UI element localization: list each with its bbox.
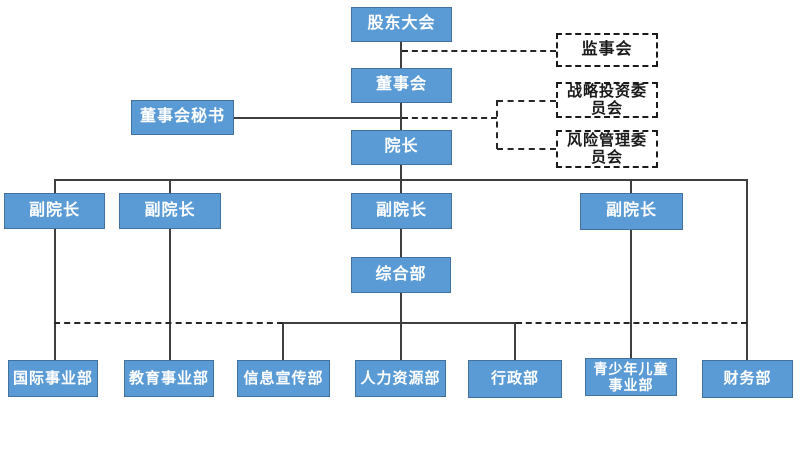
node-strategy-investment-committee: 战略投资委 员会 xyxy=(556,82,658,118)
connector-dashed-supervisory xyxy=(402,50,556,52)
connector-right-to-finance xyxy=(746,180,748,360)
connector-dashed-committee-stem xyxy=(402,117,497,119)
node-risk-management-committee: 风险管理委 员会 xyxy=(556,130,658,168)
node-shareholders-meeting: 股东大会 xyxy=(351,7,452,42)
node-international-dept: 国际事业部 xyxy=(8,360,98,397)
node-hr-dept: 人力资源部 xyxy=(355,360,446,397)
connector-vice-deans-bar xyxy=(54,179,748,181)
node-board-of-directors: 董事会 xyxy=(351,68,452,103)
node-dean: 院长 xyxy=(351,130,452,165)
connector-vice1-to-intl xyxy=(54,180,56,360)
connector-departments-bar-solid xyxy=(283,322,516,324)
connector-dashed-departments-left xyxy=(54,322,283,324)
connector-dashed-departments-right xyxy=(516,322,747,324)
node-supervisory-board: 监事会 xyxy=(556,33,658,67)
node-vice-dean-4: 副院长 xyxy=(580,193,683,230)
node-vice-dean-1: 副院长 xyxy=(4,193,105,229)
node-vice-dean-2: 副院长 xyxy=(119,193,221,229)
connector-secretary-link xyxy=(234,117,402,119)
node-youth-children-dept: 青少年儿童 事业部 xyxy=(585,358,677,396)
connector-dashed-committee-bracket xyxy=(496,100,498,149)
node-admin-dept: 行政部 xyxy=(468,360,562,398)
node-vice-dean-3: 副院长 xyxy=(351,193,452,229)
node-general-department: 综合部 xyxy=(351,257,451,293)
connector-vice2-to-education xyxy=(169,180,171,360)
node-info-publicity-dept: 信息宣传部 xyxy=(237,360,330,397)
connector-dashed-strategy xyxy=(497,100,556,102)
connector-drop-admin xyxy=(514,322,516,360)
node-board-secretary: 董事会秘书 xyxy=(131,100,234,135)
connector-vice4-to-youth xyxy=(630,180,632,358)
node-finance-dept: 财务部 xyxy=(702,360,793,398)
node-education-dept: 教育事业部 xyxy=(124,360,214,397)
connector-dashed-risk xyxy=(497,148,556,150)
connector-drop-info xyxy=(282,322,284,360)
